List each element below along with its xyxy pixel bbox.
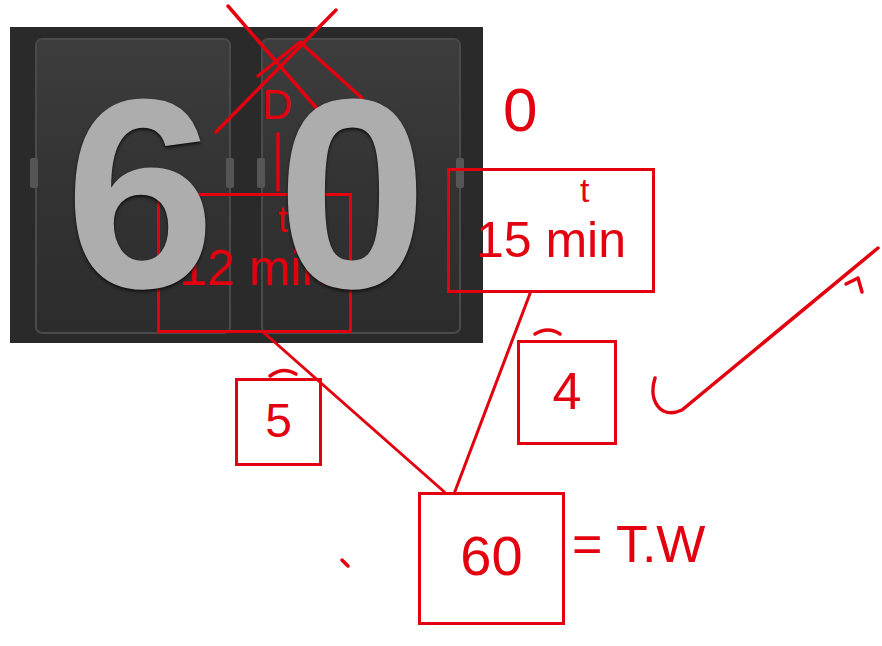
number-text: 4 — [520, 343, 614, 420]
check-hook — [846, 278, 862, 292]
result-box: 60 — [418, 492, 565, 625]
number-box: 4 — [517, 340, 617, 445]
handwritten-digit: 0 — [503, 76, 537, 144]
number-box: 5 — [235, 378, 322, 466]
equation-note: = T.W — [572, 516, 705, 573]
number-text: 5 — [238, 381, 319, 448]
tile-hinge — [30, 158, 38, 188]
variable-mark: t — [580, 172, 589, 209]
tick-mark — [535, 330, 560, 334]
tick-mark — [270, 370, 296, 376]
check-mark — [653, 248, 878, 413]
result-text: 60 — [421, 495, 562, 587]
stray-stroke — [342, 560, 348, 566]
crossed-letter: D — [262, 82, 292, 128]
